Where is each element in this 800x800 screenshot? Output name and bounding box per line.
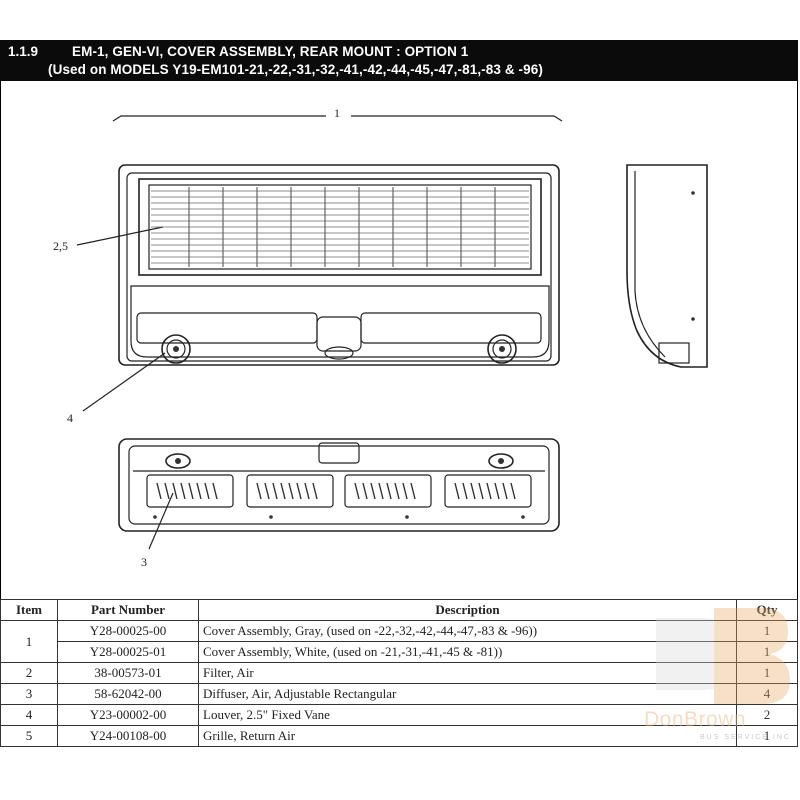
table-row: 5 Y24-00108-00 Grille, Return Air 1: [0, 725, 798, 747]
part-qty: 1: [736, 620, 798, 642]
part-number: Y28-00025-01: [57, 641, 199, 663]
part-qty: 1: [736, 725, 798, 747]
part-number: Y23-00002-00: [57, 704, 199, 726]
item-number: 4: [0, 704, 58, 726]
part-qty: 1: [736, 662, 798, 684]
callout-4: 4: [67, 411, 73, 425]
watermark-tagline: BUS SERVICE INC: [700, 734, 791, 741]
part-number: 58-62042-00: [57, 683, 199, 705]
section-title: EM-1, GEN-VI, COVER ASSEMBLY, REAR MOUNT…: [72, 44, 469, 59]
section-number: 1.1.9: [8, 44, 39, 59]
exploded-diagram: 1 2,5 4 3: [0, 81, 798, 599]
callout-3: 3: [141, 555, 147, 569]
table-row: Y28-00025-01 Cover Assembly, White, (use…: [1, 641, 798, 663]
table-row: 1 Y28-00025-00 Cover Assembly, Gray, (us…: [0, 620, 798, 663]
part-description: Louver, 2.5" Fixed Vane: [198, 704, 737, 726]
item-number: 5: [0, 725, 58, 747]
item-number: 2: [0, 662, 58, 684]
part-number: 38-00573-01: [57, 662, 199, 684]
table-row: 3 58-62042-00 Diffuser, Air, Adjustable …: [0, 683, 798, 705]
section-subtitle: (Used on MODELS Y19-EM101-21,-22,-31,-32…: [48, 62, 543, 77]
col-description-header: Description: [198, 599, 737, 621]
table-row: 2 38-00573-01 Filter, Air 1: [0, 662, 798, 684]
col-qty-header: Qty: [736, 599, 798, 621]
table-header-row: Item Part Number Description Qty: [0, 599, 798, 621]
col-item-header: Item: [0, 599, 58, 621]
item-number: 1: [0, 620, 58, 663]
part-qty: 1: [736, 641, 798, 663]
parts-table: Item Part Number Description Qty 1 Y28-0…: [0, 599, 798, 747]
part-number: Y24-00108-00: [57, 725, 199, 747]
col-part-header: Part Number: [57, 599, 199, 621]
part-number: Y28-00025-00: [57, 620, 199, 642]
callout-2-5: 2,5: [53, 239, 68, 253]
section-header: 1.1.9 EM-1, GEN-VI, COVER ASSEMBLY, REAR…: [0, 40, 798, 81]
callout-1: 1: [334, 106, 340, 120]
watermark-brand: DonBrown: [644, 708, 747, 731]
part-description: Grille, Return Air: [198, 725, 737, 747]
part-description: Cover Assembly, Gray, (used on -22,-32,-…: [198, 620, 737, 642]
part-description: Cover Assembly, White, (used on -21,-31,…: [198, 641, 737, 663]
table-row: 4 Y23-00002-00 Louver, 2.5" Fixed Vane 2: [0, 704, 798, 726]
part-description: Filter, Air: [198, 662, 737, 684]
part-description: Diffuser, Air, Adjustable Rectangular: [198, 683, 737, 705]
part-qty: 4: [736, 683, 798, 705]
item-number: 3: [0, 683, 58, 705]
cover-assembly-drawing: [76, 115, 708, 550]
